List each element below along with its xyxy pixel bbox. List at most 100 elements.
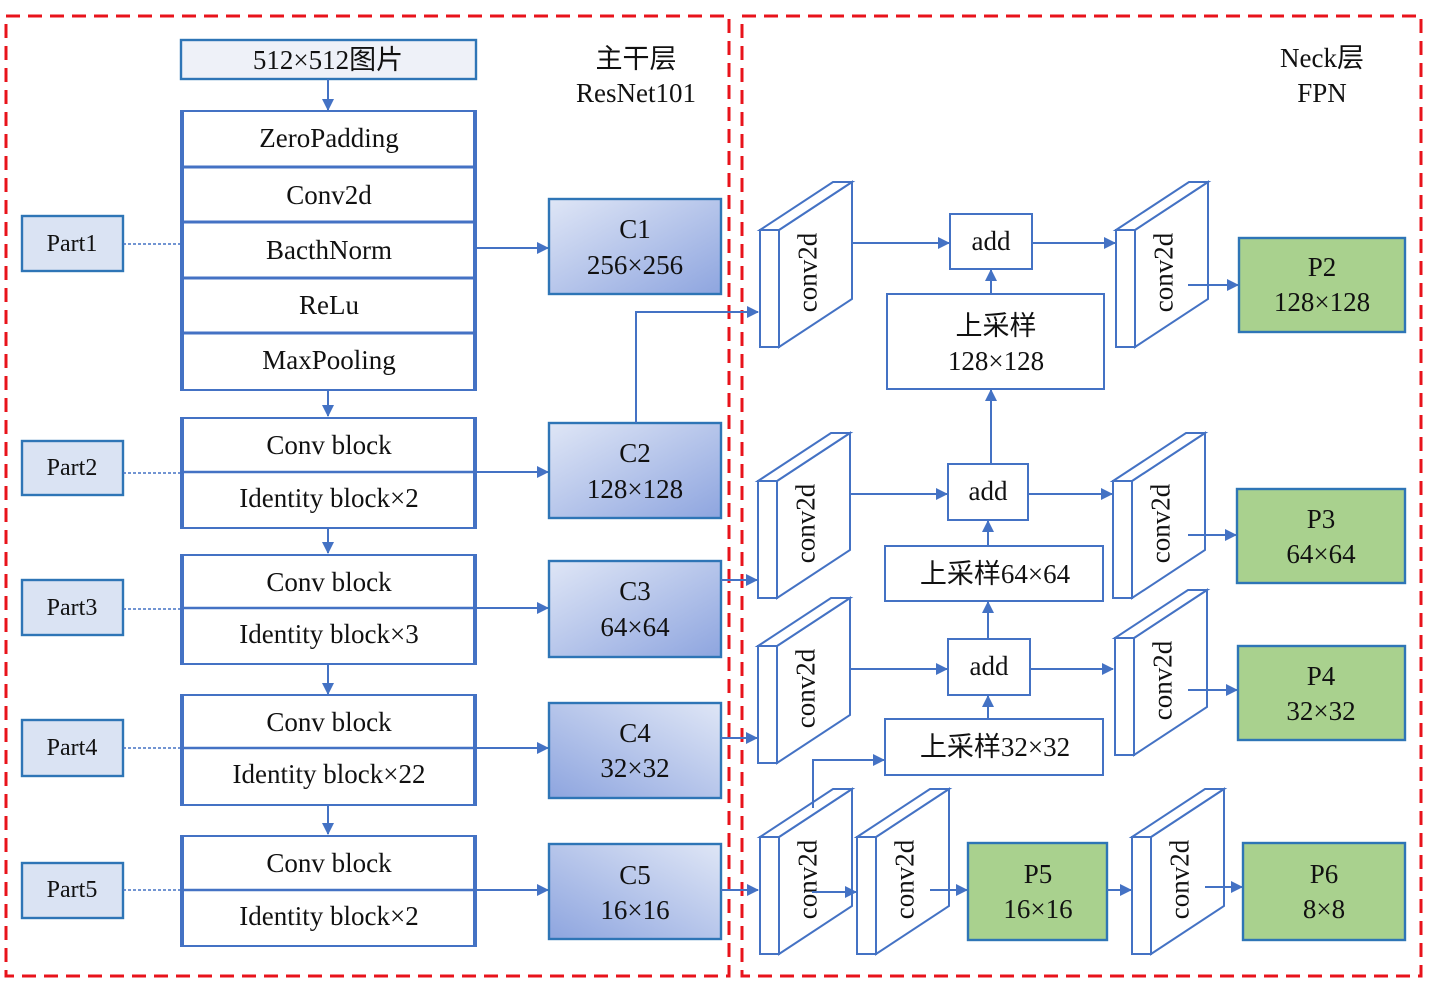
svg-text:Part4: Part4 [47,735,98,761]
part-label-3: Part3 [20,578,125,637]
conv2d-label: conv2d [890,839,920,919]
conv2d-smooth-p4: conv2d [1111,588,1211,757]
svg-text:C3: C3 [619,576,651,606]
arrow-c2-to-lateral-conv-p2 [635,306,759,423]
stage-identity-block: Identity block×3 [239,619,418,649]
svg-text:上采样64×64: 上采样64×64 [920,559,1071,589]
conv2d-label: conv2d [1148,640,1178,720]
stage-identity-block: Identity block×2 [239,901,418,931]
svg-text:16×16: 16×16 [600,895,669,925]
conv2d-label: conv2d [793,839,823,919]
stem-layer-batchnorm: BacthNorm [266,235,392,265]
stage-identity-block: Identity block×2 [239,483,418,513]
feature-map-p2: P2 128×128 [1237,236,1407,334]
svg-text:128×128: 128×128 [587,474,683,504]
add-node-p4: add [947,638,1031,696]
svg-text:P5: P5 [1024,859,1053,889]
svg-text:Part5: Part5 [47,877,98,903]
svg-text:64×64: 64×64 [1286,539,1356,569]
part-label-5: Part5 [20,861,125,920]
backbone-frame [4,14,731,978]
svg-text:128×128: 128×128 [948,346,1044,376]
conv2d-lateral-p4: conv2d [754,596,854,765]
slab-front [1131,836,1152,955]
slab-front [1114,637,1135,756]
svg-text:上采样: 上采样 [956,311,1037,341]
stem-block: ZeroPadding Conv2d BacthNorm ReLu MaxPoo… [180,110,477,391]
part-label-2: Part2 [20,439,125,497]
conv2d-label: conv2d [1165,839,1195,919]
svg-text:上采样32×32: 上采样32×32 [920,732,1070,762]
backbone-title: 主干层 [596,44,677,74]
conv2d-label: conv2d [1149,232,1179,312]
upsample-node-128: 上采样 128×128 [886,293,1105,390]
svg-text:8×8: 8×8 [1303,894,1345,924]
conv2d-p6: conv2d [1128,787,1228,956]
svg-text:P6: P6 [1310,859,1339,889]
conv2d-slabs: conv2d conv2d conv2d conv2d conv2d conv2d conv… [754,180,1228,956]
slab-front [1115,229,1136,348]
input-image-box: 512×512图片 [179,38,478,81]
svg-text:P4: P4 [1307,661,1336,691]
svg-text:32×32: 32×32 [600,753,669,783]
slab-front [759,229,780,348]
feature-map-c1: C1 256×256 [547,197,723,296]
conv2d-label: conv2d [793,232,823,312]
feature-map-p3: P3 64×64 [1235,487,1407,585]
conv2d-smooth-p3: conv2d [1109,431,1209,600]
stage-block-part4: Conv block Identity block×22 [180,694,477,806]
svg-text:64×64: 64×64 [600,612,670,642]
feature-map-p6: P6 8×8 [1241,841,1407,942]
slab-front [759,836,780,955]
svg-text:Part2: Part2 [47,455,98,481]
feature-map-p4: P4 32×32 [1236,644,1407,742]
svg-text:C5: C5 [619,860,651,890]
slab-front [757,480,778,599]
input-image-label: 512×512图片 [253,45,403,75]
stage-block-part3: Conv block Identity block×3 [180,554,477,665]
svg-text:Part1: Part1 [47,231,98,257]
slab-front [1112,480,1133,599]
part-label-1: Part1 [20,214,125,273]
slab-front [856,836,877,955]
stem-layer-zeropadding: ZeroPadding [259,123,398,153]
svg-text:16×16: 16×16 [1003,894,1072,924]
svg-text:C4: C4 [619,718,651,748]
feature-map-p5: P5 16×16 [966,841,1109,942]
svg-text:256×256: 256×256 [587,250,683,280]
svg-text:32×32: 32×32 [1286,696,1355,726]
stage-identity-block: Identity block×22 [233,759,426,789]
stage-block-part2: Conv block Identity block×2 [180,417,477,529]
feature-map-c3: C3 64×64 [547,559,723,659]
stage-conv-block: Conv block [266,707,392,737]
add-node-p3: add [947,463,1029,521]
upsample-node-32: 上采样32×32 [884,718,1104,776]
svg-text:128×128: 128×128 [1274,287,1370,317]
add-node-p2: add [949,213,1033,270]
stage-block-part5: Conv block Identity block×2 [180,835,477,947]
feature-map-c2: C2 128×128 [547,421,723,520]
part-label-4: Part4 [20,718,125,778]
neck-title: Neck层 [1280,43,1364,73]
stage-conv-block: Conv block [266,848,392,878]
conv2d-label: conv2d [791,483,821,563]
conv2d-smooth-p2: conv2d [1112,180,1212,349]
stem-layer-conv2d: Conv2d [286,180,372,210]
backbone-subtitle: ResNet101 [576,78,696,108]
conv2d-label: conv2d [1146,483,1176,563]
slab-front [757,645,778,764]
neck-frame [740,14,1423,978]
svg-text:P2: P2 [1308,252,1337,282]
svg-text:Part3: Part3 [47,595,98,621]
conv2d-label: conv2d [791,648,821,728]
stem-layer-maxpooling: MaxPooling [262,345,396,375]
svg-text:add: add [969,476,1008,506]
conv2d-lateral-p5: conv2d [756,787,856,956]
conv2d-lateral-p2: conv2d [756,180,856,349]
stage-conv-block: Conv block [266,430,392,460]
neck-subtitle: FPN [1297,78,1347,108]
feature-map-c4: C4 32×32 [547,701,723,800]
upsample-node-64: 上采样64×64 [884,545,1104,602]
conv2d-lateral-p3: conv2d [754,431,854,600]
